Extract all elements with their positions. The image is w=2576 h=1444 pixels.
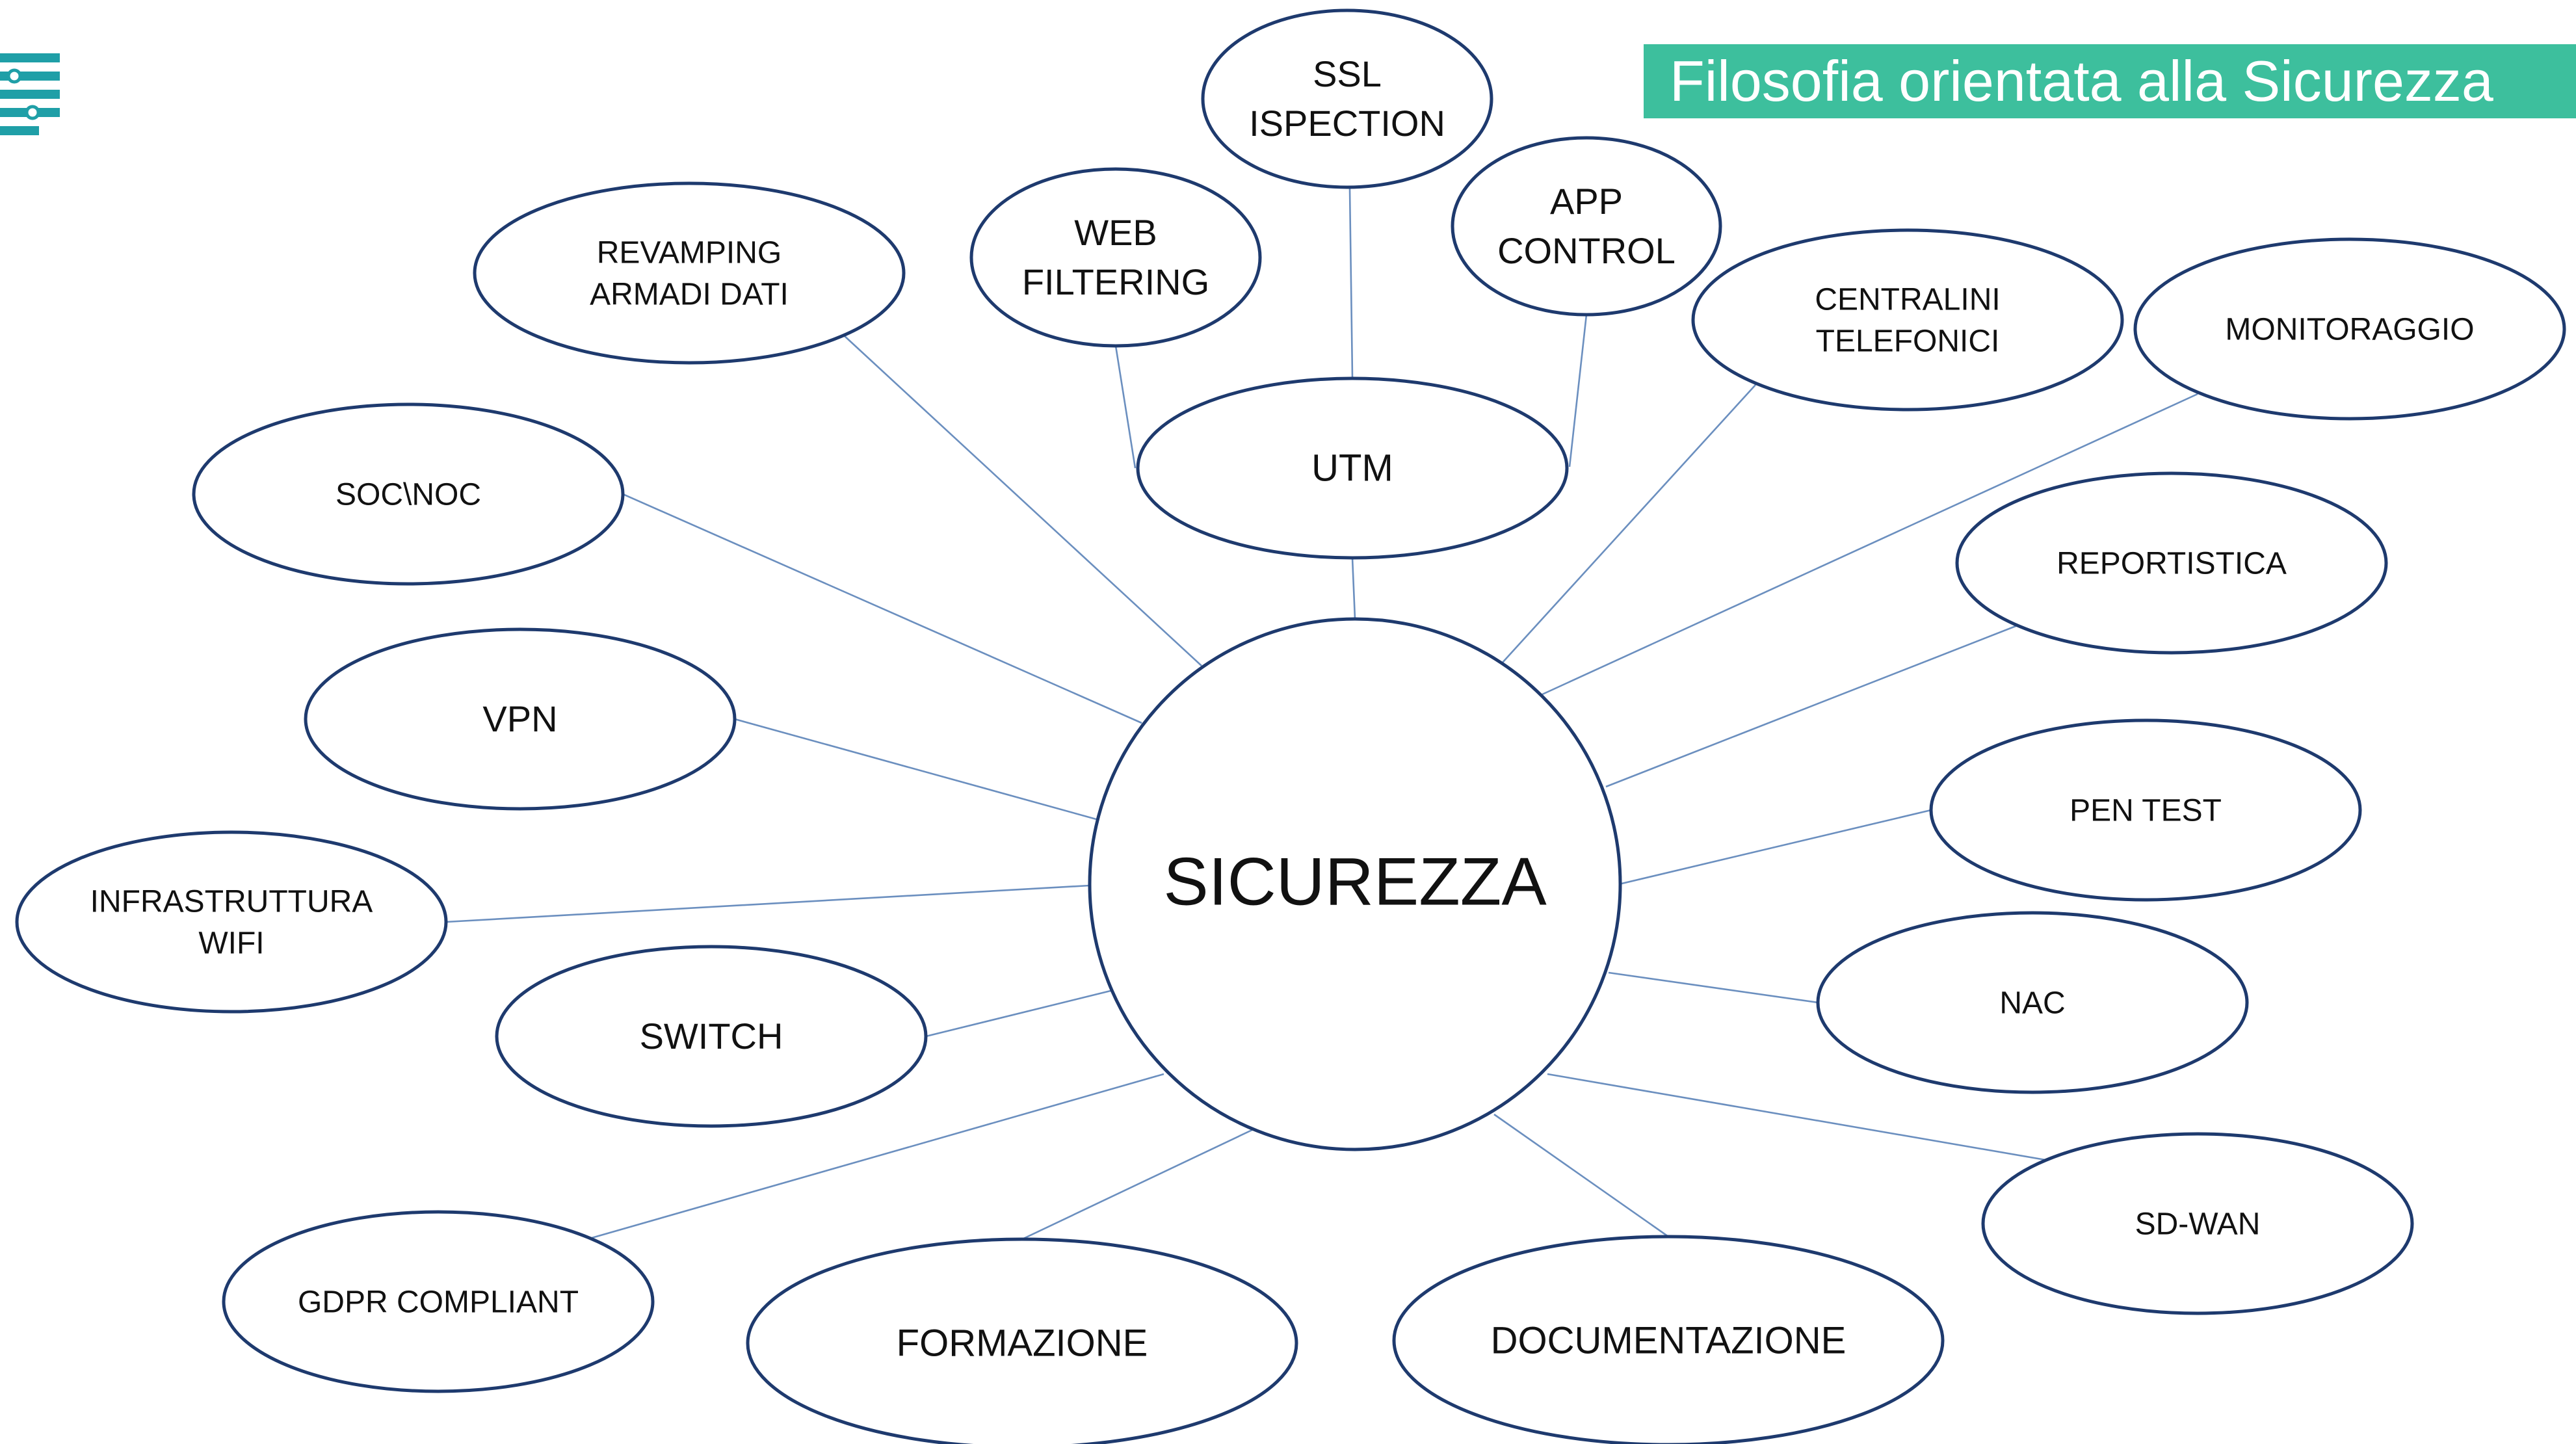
node-wifi-shape <box>15 830 448 1014</box>
node-ssl-label: SSL <box>1313 53 1382 94</box>
title-banner: Filosofia orientata alla Sicurezza <box>1644 44 2576 118</box>
node-socnoc-label: SOC\NOC <box>335 478 481 512</box>
connector-gdpr <box>591 1073 1164 1239</box>
node-documentazione: DOCUMENTAZIONE <box>1392 1235 1945 1444</box>
node-web-label: FILTERING <box>1022 261 1209 302</box>
node-utm: UTM <box>1136 376 1569 560</box>
node-socnoc: SOC\NOC <box>192 402 625 586</box>
node-switch: SWITCH <box>495 945 928 1128</box>
connector-vpn <box>734 718 1097 820</box>
node-utm-shape <box>1136 376 1569 560</box>
connector-documentazione <box>1493 1113 1669 1238</box>
node-revamping: REVAMPING ARMADI DATI <box>473 181 906 365</box>
node-documentazione-shape <box>1392 1235 1945 1444</box>
node-ssl-label: ISPECTION <box>1249 103 1445 144</box>
node-formazione-label: FORMAZIONE <box>897 1322 1148 1364</box>
connector-formazione <box>1021 1127 1255 1241</box>
node-wifi-label: INFRASTRUTTURA <box>90 885 373 919</box>
node-sdwan-label: SD-WAN <box>2135 1207 2261 1242</box>
connector-pentest <box>1618 809 1932 886</box>
connector-web <box>1114 345 1137 469</box>
node-web-label: WEB <box>1074 212 1157 253</box>
node-web-shape <box>969 167 1262 348</box>
node-reportistica-label: REPORTISTICA <box>2057 547 2287 581</box>
node-vpn-label: VPN <box>482 698 557 739</box>
connector-socnoc <box>622 493 1142 724</box>
node-nac: NAC <box>1816 911 2249 1094</box>
node-wifi-label: WIFI <box>198 926 264 961</box>
node-sdwan: SD-WAN <box>1981 1132 2414 1315</box>
node-gdpr-shape <box>222 1210 655 1393</box>
node-switch-label: SWITCH <box>640 1016 783 1057</box>
node-centralini-shape <box>1691 228 2124 412</box>
brand-logo-icon <box>0 53 60 135</box>
node-reportistica-shape <box>1955 471 2388 655</box>
page-title: Filosofia orientata alla Sicurezza <box>1670 49 2493 113</box>
node-pentest-shape <box>1929 718 2362 902</box>
connector-revamping <box>843 335 1202 666</box>
connector-switch <box>925 990 1111 1038</box>
node-centralini-label: TELEFONICI <box>1816 324 2000 359</box>
node-wifi: INFRASTRUTTURA WIFI <box>15 830 448 1014</box>
node-revamping-label: REVAMPING <box>597 236 782 270</box>
center-circle <box>1088 617 1622 1151</box>
center-label: SICUREZZA <box>1163 844 1547 919</box>
topic-nodes: SSL ISPECTION WEB FILTERING APP CONTROL UTM REV… <box>15 8 2566 1444</box>
node-documentazione-label: DOCUMENTAZIONE <box>1491 1319 1847 1361</box>
connector-nac <box>1608 971 1819 1004</box>
node-sdwan-shape <box>1981 1132 2414 1315</box>
node-pentest: PEN TEST <box>1929 718 2362 902</box>
node-pentest-label: PEN TEST <box>2070 794 2222 828</box>
node-app-label: CONTROL <box>1497 230 1676 271</box>
node-vpn: VPN <box>304 627 737 811</box>
connector-ssl <box>1348 188 1354 378</box>
node-formazione-shape <box>746 1237 1298 1444</box>
node-app-shape <box>1451 136 1722 317</box>
node-socnoc-shape <box>192 402 625 586</box>
node-centralini-label: CENTRALINI <box>1815 283 2000 317</box>
node-monitoraggio-shape <box>2133 237 2566 421</box>
node-centralini: CENTRALINI TELEFONICI <box>1691 228 2124 412</box>
connector-monitoraggio <box>1542 393 2198 696</box>
node-switch-shape <box>495 945 928 1128</box>
node-nac-shape <box>1816 911 2249 1094</box>
node-revamping-shape <box>473 181 906 365</box>
node-reportistica: REPORTISTICA <box>1955 471 2388 655</box>
node-nac-label: NAC <box>1999 986 2065 1021</box>
node-revamping-label: ARMADI DATI <box>590 278 789 312</box>
connector-lines <box>445 188 2198 1241</box>
node-ssl: SSL ISPECTION <box>1201 8 1493 189</box>
node-gdpr-label: GDPR COMPLIANT <box>298 1285 579 1320</box>
node-monitoraggio-label: MONITORAGGIO <box>2225 313 2474 347</box>
connector-centralini <box>1501 384 1756 664</box>
node-gdpr: GDPR COMPLIANT <box>222 1210 655 1393</box>
node-utm-label: UTM <box>1311 447 1393 489</box>
connector-app <box>1568 314 1588 467</box>
connector-reportistica <box>1605 623 2021 788</box>
node-ssl-shape <box>1201 8 1493 189</box>
node-app-label: APP <box>1550 181 1623 222</box>
node-vpn-shape <box>304 627 737 811</box>
connector-utm <box>1351 557 1356 620</box>
node-app: APP CONTROL <box>1451 136 1722 317</box>
node-formazione: FORMAZIONE <box>746 1237 1298 1444</box>
node-web: WEB FILTERING <box>969 167 1262 348</box>
connector-sdwan <box>1547 1073 2046 1161</box>
node-monitoraggio: MONITORAGGIO <box>2133 237 2566 421</box>
connector-wifi <box>445 884 1090 923</box>
